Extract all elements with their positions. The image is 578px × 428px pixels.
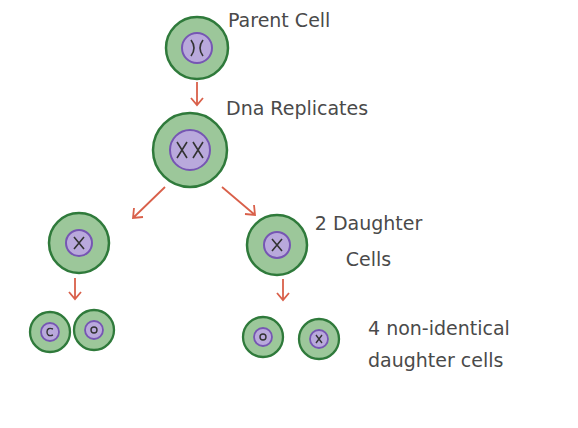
final-cell: [74, 310, 114, 350]
replicated-cell: [153, 113, 227, 187]
final-cell: [243, 317, 283, 357]
nucleus: [66, 230, 92, 256]
chromosome: [177, 142, 203, 158]
final-cell: [30, 312, 70, 352]
step-label: 2 Daughter Cells: [306, 205, 431, 277]
arrow: [133, 187, 165, 218]
arrow: [69, 278, 81, 299]
chromosome: [191, 40, 203, 56]
chromosome: [260, 334, 266, 340]
chromosome: [74, 237, 84, 249]
step-label: Parent Cell: [228, 8, 428, 32]
step-label: 4 non-identical daughter cells: [368, 312, 573, 376]
chromosome: [272, 239, 282, 251]
step-label: Dna Replicates: [226, 96, 426, 120]
nucleus: [85, 321, 103, 339]
daughter-cell: [49, 213, 109, 273]
nucleus: [182, 33, 212, 63]
daughter-cell: [247, 215, 307, 275]
arrow: [222, 187, 255, 215]
arrow: [191, 82, 203, 105]
nucleus: [170, 130, 210, 170]
final-cell: [299, 319, 339, 359]
parent-cell: [166, 17, 228, 79]
nucleus: [264, 232, 290, 258]
chromosome: [316, 335, 322, 343]
arrow: [277, 279, 289, 300]
nucleus: [41, 323, 59, 341]
nucleus: [310, 330, 328, 348]
chromosome: [47, 328, 53, 335]
chromosome: [91, 327, 97, 333]
nucleus: [254, 328, 272, 346]
